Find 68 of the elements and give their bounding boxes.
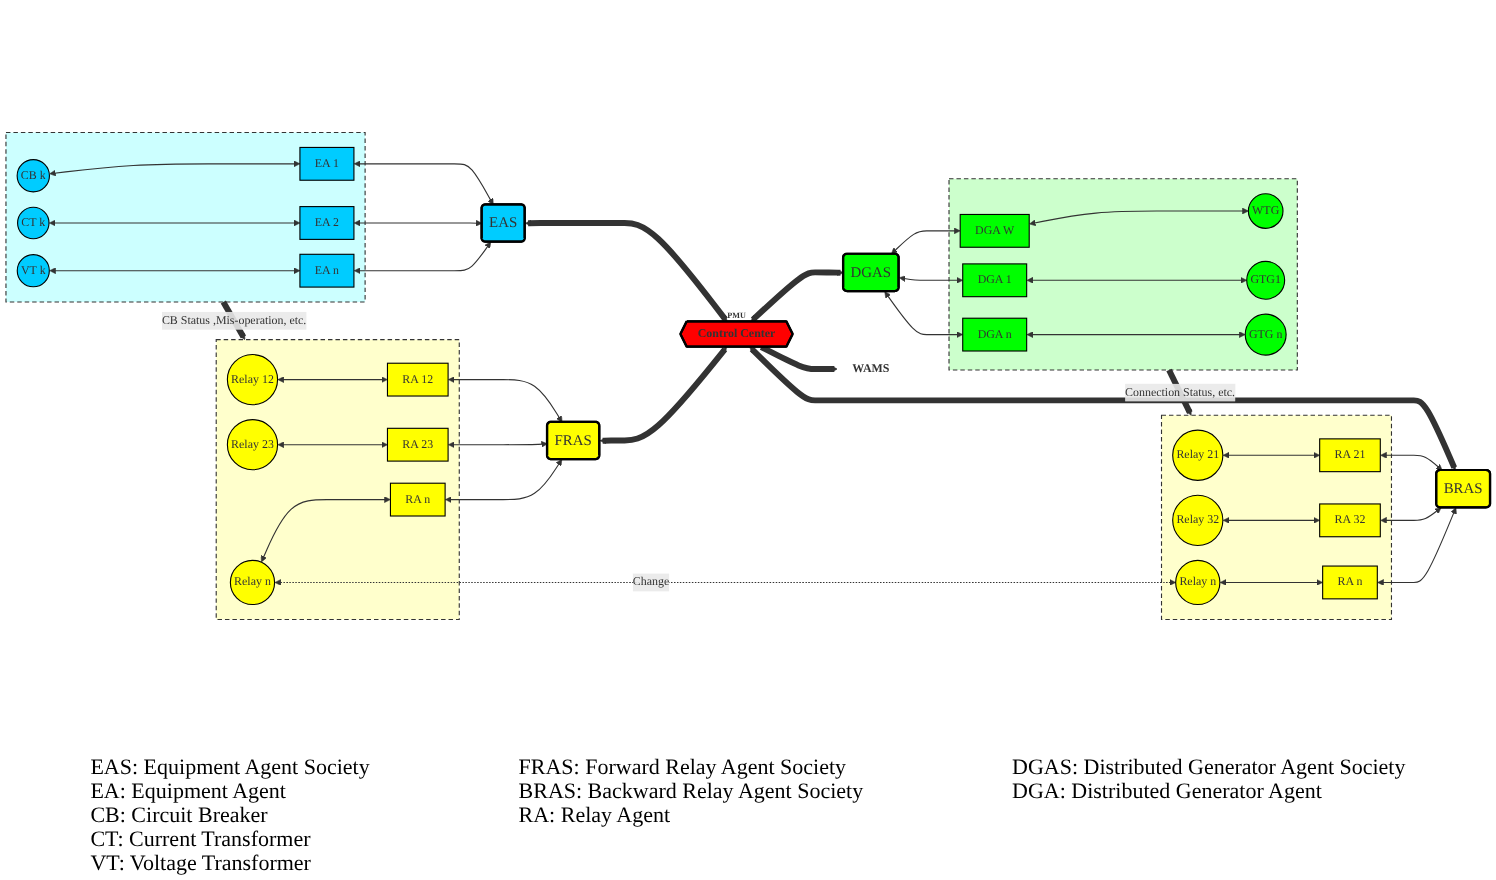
node-box xyxy=(1322,565,1378,600)
node-box xyxy=(1319,438,1381,473)
abbreviation-note: DGA: Distributed Generator Agent xyxy=(1012,780,1324,804)
arrow xyxy=(49,219,301,227)
arrow xyxy=(525,219,728,322)
arrow xyxy=(353,219,483,227)
node-circle xyxy=(1247,193,1284,229)
node-circle xyxy=(1175,559,1221,606)
cluster xyxy=(948,178,1298,371)
arrow xyxy=(898,275,964,284)
arrow xyxy=(277,376,388,383)
arrow xyxy=(884,291,964,338)
arrow xyxy=(49,267,301,274)
arrow xyxy=(353,241,492,274)
node-circle xyxy=(17,206,50,240)
cluster xyxy=(5,131,366,303)
cluster xyxy=(1160,414,1393,621)
node-circle xyxy=(1244,313,1287,356)
abbreviation-note: CB: Circuit Breaker xyxy=(90,804,270,828)
node-box xyxy=(959,213,1030,248)
arrow xyxy=(49,160,301,177)
arrow xyxy=(445,459,563,503)
arrow xyxy=(599,346,728,444)
node-box xyxy=(1319,503,1381,538)
arrow xyxy=(1026,277,1247,284)
node-circle xyxy=(1246,260,1286,300)
arrow xyxy=(750,269,844,322)
arrow xyxy=(274,579,1176,586)
node-circle xyxy=(16,159,50,193)
node-box xyxy=(962,263,1028,298)
node-box xyxy=(389,482,446,517)
node-box xyxy=(299,146,355,181)
arrow xyxy=(891,227,961,255)
node-circle xyxy=(16,254,50,288)
abbreviation-note: RA: Relay Agent xyxy=(518,804,673,828)
node-circle xyxy=(226,419,279,471)
abbreviation-note: VT: Voltage Transformer xyxy=(90,852,313,876)
node-box xyxy=(299,253,355,288)
arrow xyxy=(353,160,494,206)
abbreviation-note: DGAS: Distributed Generator Agent Society xyxy=(1012,756,1406,780)
arrow xyxy=(1222,452,1320,459)
arrow xyxy=(1029,207,1249,227)
abbreviation-note: BRAS: Backward Relay Agent Society xyxy=(518,780,864,804)
abbreviation-note: CT: Current Transformer xyxy=(90,828,313,852)
arrow xyxy=(1222,517,1320,524)
arrow xyxy=(749,346,1457,471)
arrow xyxy=(1380,452,1443,471)
arrow xyxy=(448,441,548,448)
arrow xyxy=(1377,507,1457,586)
node-box xyxy=(299,206,355,240)
arrow xyxy=(260,496,391,563)
node-circle xyxy=(1172,494,1224,546)
arrow xyxy=(1026,331,1246,338)
cluster xyxy=(215,339,460,621)
arrow xyxy=(1380,507,1442,524)
arrow xyxy=(277,441,388,448)
arrow xyxy=(759,344,838,373)
node-circle xyxy=(1172,429,1224,481)
node-box xyxy=(386,427,449,462)
abbreviation-note: EA: Equipment Agent xyxy=(90,780,288,804)
node-box xyxy=(386,362,449,397)
node-box xyxy=(962,317,1028,352)
arrow xyxy=(448,376,563,423)
node-circle xyxy=(226,353,279,406)
arrow xyxy=(1219,579,1323,586)
abbreviation-note: FRAS: Forward Relay Agent Society xyxy=(518,756,849,780)
node-circle xyxy=(229,559,276,606)
abbreviation-note: EAS: Equipment Agent Society xyxy=(90,756,370,780)
